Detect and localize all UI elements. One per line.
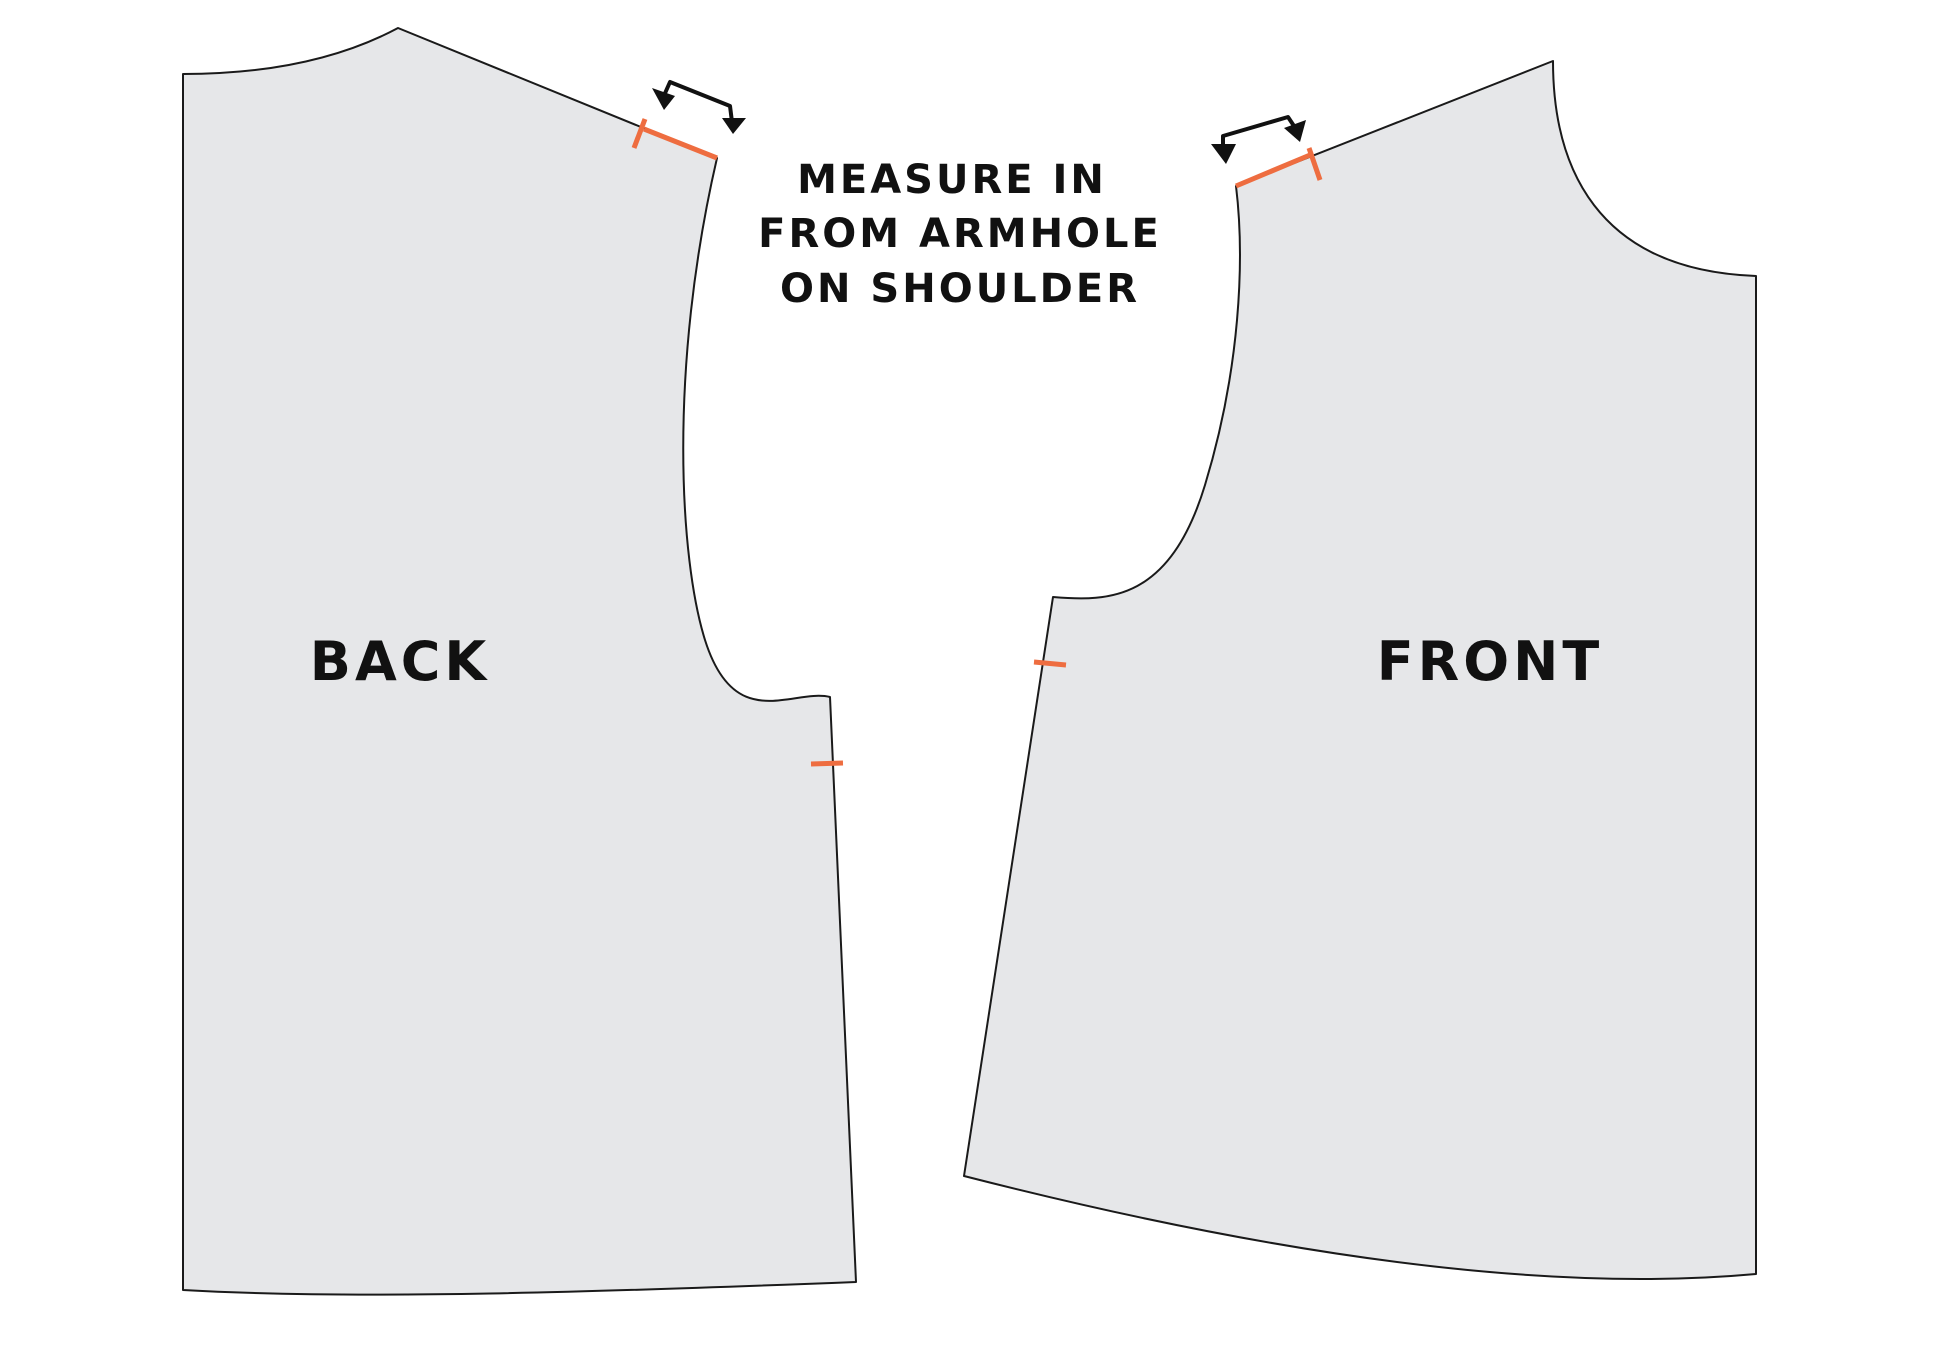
back-side-notch: [810, 760, 844, 767]
back-shoulder-measure-line: [643, 126, 718, 161]
instruction-line-1: MEASURE IN: [797, 157, 1107, 203]
arrow-down-icon: [1284, 120, 1306, 142]
back-shoulder-notch: [631, 118, 648, 149]
front-side-notch: [1033, 659, 1067, 668]
back-piece: BACK: [182, 27, 857, 1296]
front-piece-outline: [963, 60, 1757, 1280]
front-label: FRONT: [1377, 630, 1603, 693]
arrow-down-icon: [1211, 144, 1236, 164]
front-piece: FRONT: [963, 60, 1757, 1280]
instruction-line-3: ON SHOULDER: [780, 266, 1140, 312]
back-measure-arrow: [652, 80, 746, 134]
back-piece-outline: [182, 27, 857, 1296]
front-arrow-line: [1221, 115, 1300, 150]
back-label: BACK: [310, 630, 490, 693]
instruction-line-2: FROM ARMHOLE: [758, 211, 1162, 257]
arrow-down-icon: [722, 118, 746, 134]
front-shoulder-measure-line: [1235, 152, 1311, 189]
back-arrow-line: [660, 80, 734, 123]
front-measure-arrow: [1211, 115, 1306, 164]
front-shoulder-notch: [1306, 147, 1323, 181]
instruction-note: MEASURE IN FROM ARMHOLE ON SHOULDER: [758, 157, 1162, 312]
arrow-down-icon: [652, 88, 675, 110]
